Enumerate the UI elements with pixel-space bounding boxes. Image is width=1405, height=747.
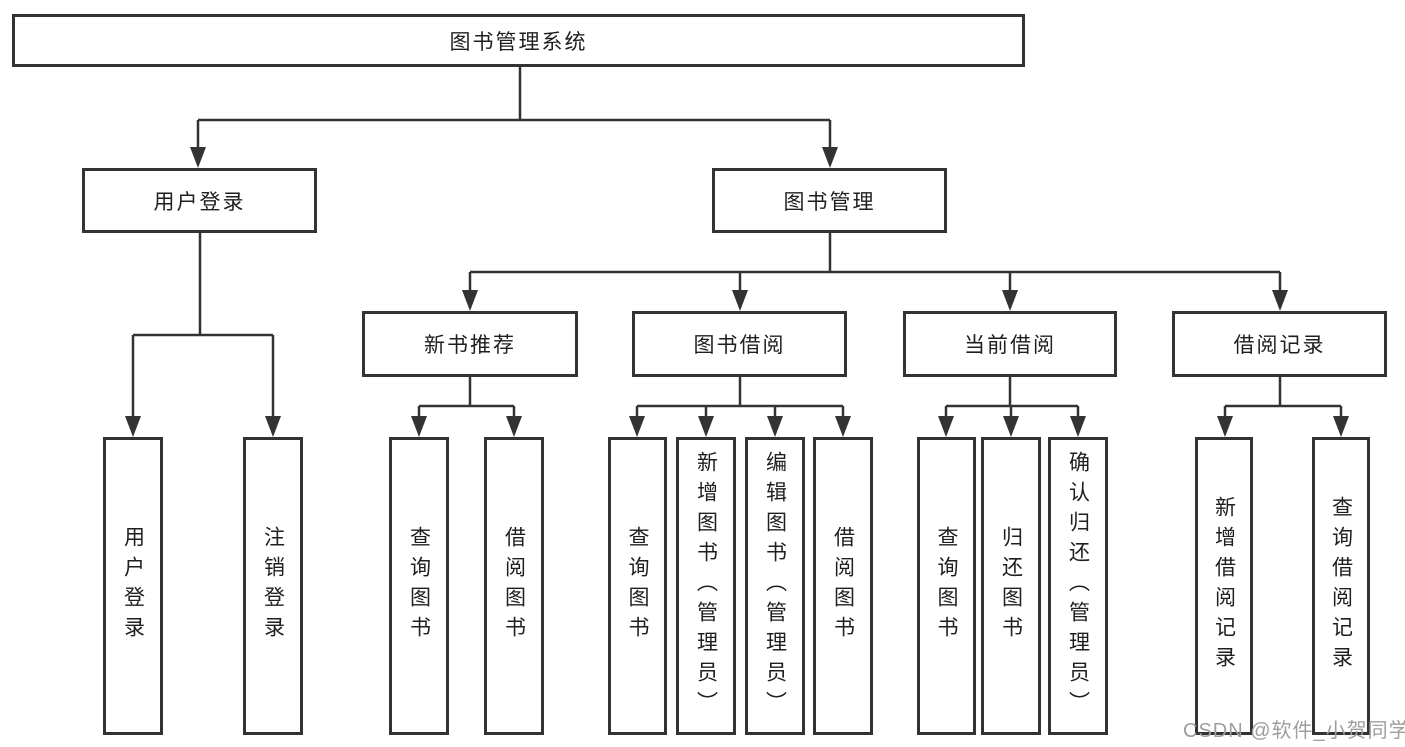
arrowheads xyxy=(125,147,1349,437)
leaf-return-books: 归还图书 xyxy=(981,437,1041,735)
leaf-label: 用户登录 xyxy=(121,526,145,646)
node-book-management: 图书管理 xyxy=(712,168,947,233)
node-current-borrowing: 当前借阅 xyxy=(903,311,1117,377)
leaf-label: 注销登录 xyxy=(261,526,285,646)
leaf-edit-books-admin: 编辑图书（管理员） xyxy=(745,437,805,735)
leaf-label: 新增图书（管理员） xyxy=(694,451,718,721)
leaf-label: 查询图书 xyxy=(626,526,649,646)
leaf-query-borrow-record: 查询借阅记录 xyxy=(1312,437,1370,735)
node-book-borrowing: 图书借阅 xyxy=(632,311,847,377)
leaf-query-books-borrowing: 查询图书 xyxy=(608,437,667,735)
leaf-add-books-admin: 新增图书（管理员） xyxy=(676,437,736,735)
leaf-label: 新增借阅记录 xyxy=(1212,496,1236,676)
leaf-query-books-current: 查询图书 xyxy=(917,437,976,735)
leaf-query-books-recommend: 查询图书 xyxy=(389,437,449,735)
leaf-logout: 注销登录 xyxy=(243,437,303,735)
node-user-login: 用户登录 xyxy=(82,168,317,233)
leaf-confirm-return-admin: 确认归还（管理员） xyxy=(1048,437,1108,735)
node-system-root: 图书管理系统 xyxy=(12,14,1025,67)
leaf-label: 查询图书 xyxy=(407,526,431,646)
leaf-user-login: 用户登录 xyxy=(103,437,163,735)
csdn-watermark: CSDN @软件_小贺同学 xyxy=(1183,720,1405,742)
leaf-label: 查询借阅记录 xyxy=(1329,496,1353,676)
node-new-book-recommend: 新书推荐 xyxy=(362,311,578,377)
leaf-borrow-books-recommend: 借阅图书 xyxy=(484,437,544,735)
leaf-label: 借阅图书 xyxy=(831,526,855,646)
leaf-label: 查询图书 xyxy=(935,526,958,646)
leaf-label: 借阅图书 xyxy=(502,526,526,646)
leaf-label: 确认归还（管理员） xyxy=(1066,451,1090,721)
leaf-label: 归还图书 xyxy=(999,526,1023,646)
leaf-borrow-books: 借阅图书 xyxy=(813,437,873,735)
node-borrowing-records: 借阅记录 xyxy=(1172,311,1387,377)
leaf-label: 编辑图书（管理员） xyxy=(763,451,787,721)
leaf-add-borrow-record: 新增借阅记录 xyxy=(1195,437,1253,735)
